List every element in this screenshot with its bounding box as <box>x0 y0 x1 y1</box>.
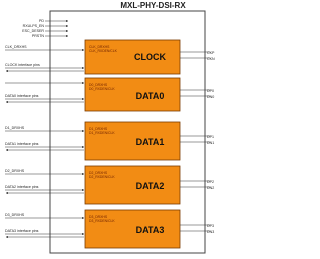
data1-block-group: D1_DRXHS DATA1 interface pins D1_DRXHS D… <box>5 121 214 161</box>
data3-block-title: DATA3 <box>136 225 165 235</box>
data0-block <box>84 77 181 112</box>
data1-side-label: D1_DRXHS <box>5 126 25 130</box>
data0-output-p-label: DP0 <box>207 89 214 93</box>
clock-output-n-label: CKN <box>207 57 215 61</box>
data1-block <box>84 121 181 161</box>
data0-inner-label-1: D0_DRXHS <box>89 83 108 87</box>
data3-inner-label-1: D3_DRXHS <box>89 215 108 219</box>
clock-block-title: CLOCK <box>134 52 166 62</box>
data2-block <box>84 165 181 205</box>
data0-block-title: DATA0 <box>136 91 165 101</box>
clock-inner-label-2: CLK_RXDEN/CLK <box>89 49 118 53</box>
data1-inner-label-1: D1_DRXHS <box>89 127 108 131</box>
data0-output-n-label: DN0 <box>207 95 214 99</box>
data3-interface-label: DATA3 interface pins <box>5 229 39 233</box>
clock-side-label: CLK_DRXHS <box>5 45 27 49</box>
data3-output-p-label: DP3 <box>207 224 214 228</box>
clock-block <box>84 39 181 75</box>
dsi-rx-block-diagram: MXL-PHY-DSI-RX PD RXULPS_EN ESC_DESER PR… <box>5 1 215 254</box>
data2-interface-label: DATA2 interface pins <box>5 185 39 189</box>
signal-rxulps-en-label: RXULPS_EN <box>23 24 45 28</box>
clock-block-group: CLK_DRXHS CLOCK interface pins CLK_DRXHS… <box>5 39 215 75</box>
data1-inner-label-2: D1_RXDEN/CLK <box>89 131 115 135</box>
clock-interface-label: CLOCK interface pins <box>5 63 40 67</box>
data1-block-title: DATA1 <box>136 137 165 147</box>
data2-output-p-label: DP2 <box>207 180 214 184</box>
data0-block-group: DATA0 interface pins D0_DRXHS D0_RXDEN/C… <box>5 77 214 112</box>
clock-inner-label-1: CLK_DRXHS <box>89 45 110 49</box>
data3-output-n-label: DN3 <box>207 230 214 234</box>
data2-output-n-label: DN2 <box>207 186 214 190</box>
signal-prstn-label: PRSTN <box>32 34 45 38</box>
data3-side-label: D3_DRXHS <box>5 213 25 217</box>
data2-block-group: D2_DRXHS DATA2 interface pins D2_DRXHS D… <box>5 165 214 205</box>
data3-inner-label-2: D3_RXDEN/CLK <box>89 219 115 223</box>
data2-inner-label-1: D2_DRXHS <box>89 171 108 175</box>
module-boundary <box>49 10 206 254</box>
data0-inner-label-2: D0_RXDEN/CLK <box>89 87 115 91</box>
clock-output-p-label: CKP <box>207 51 215 55</box>
signal-pd-label: PD <box>39 19 44 23</box>
data1-interface-label: DATA1 interface pins <box>5 142 39 146</box>
data0-interface-label: DATA0 interface pins <box>5 94 39 98</box>
data1-output-n-label: DN1 <box>207 141 214 145</box>
data2-side-label: D2_DRXHS <box>5 169 25 173</box>
data3-block <box>84 209 181 249</box>
data2-block-title: DATA2 <box>136 181 165 191</box>
data3-block-group: D3_DRXHS DATA3 interface pins D3_DRXHS D… <box>5 209 214 249</box>
signal-esc-deser-label: ESC_DESER <box>22 29 44 33</box>
data1-output-p-label: DP1 <box>207 135 214 139</box>
data2-inner-label-2: D2_RXDEN/CLK <box>89 175 115 179</box>
module-title: MXL-PHY-DSI-RX <box>120 1 186 10</box>
